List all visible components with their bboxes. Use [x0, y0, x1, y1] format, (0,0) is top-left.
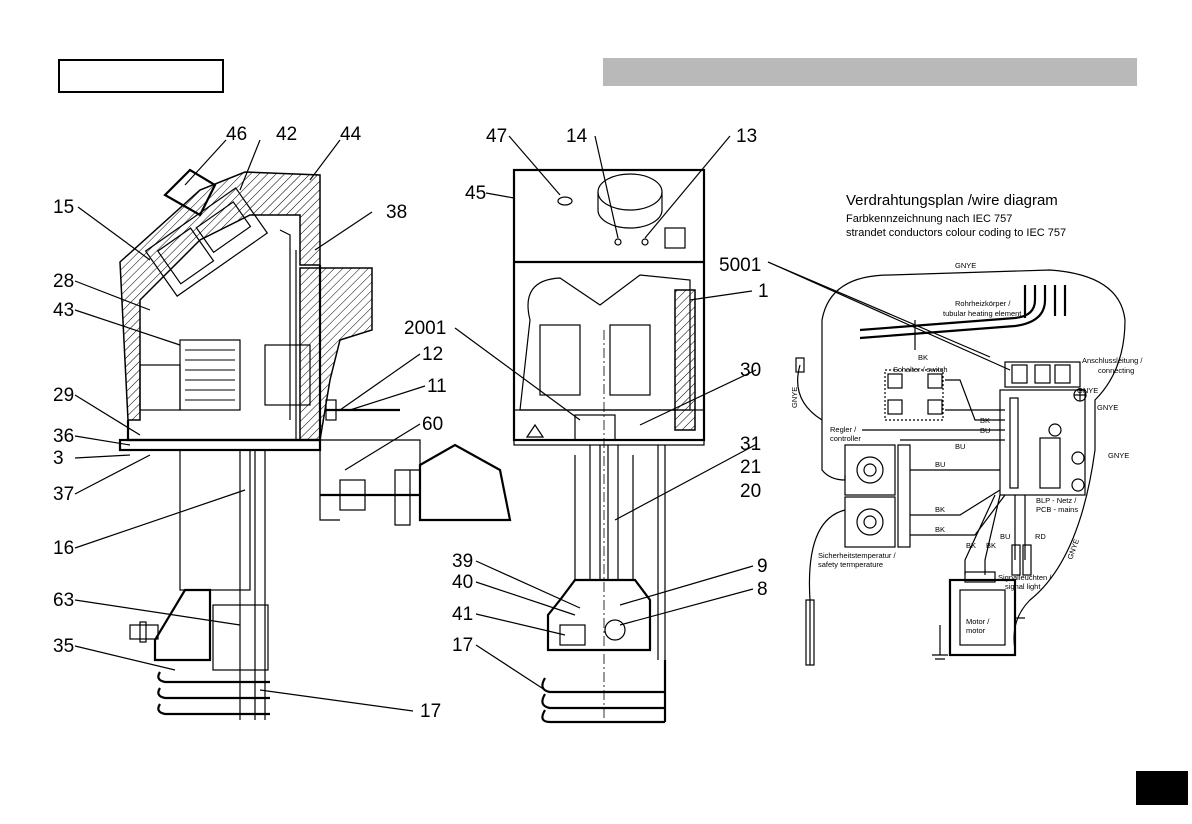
callout-17-center: 17 [452, 635, 473, 656]
label-gnye-right-2: GNYE [1097, 403, 1118, 412]
callout-46: 46 [226, 124, 247, 145]
label-signal-2: signal light [1005, 582, 1041, 591]
callout-1: 1 [758, 281, 769, 302]
callout-16: 16 [53, 538, 74, 559]
label-motor-2: motor [966, 626, 986, 635]
callout-30: 30 [740, 360, 761, 381]
label-heater-2: tubular heating element [943, 309, 1022, 318]
callout-36: 36 [53, 426, 74, 447]
callout-11: 11 [427, 376, 447, 397]
callout-29: 29 [53, 385, 74, 406]
callout-9: 9 [757, 556, 768, 577]
callout-44: 44 [340, 124, 362, 145]
callout-28: 28 [53, 271, 74, 292]
callout-21: 21 [740, 457, 761, 478]
callout-3: 3 [53, 448, 64, 469]
header-label-box [58, 59, 224, 93]
callout-20: 20 [740, 481, 761, 502]
label-regler-1: Regler / [830, 425, 857, 434]
header-gray-bar [603, 58, 1137, 86]
callout-42: 42 [276, 124, 297, 145]
center-front-view [454, 135, 758, 724]
callout-63: 63 [53, 590, 74, 611]
label-bu-signal: BU [1000, 532, 1010, 541]
wiring-title: Verdrahtungsplan /wire diagram [846, 192, 1058, 209]
label-gnye-left: GNYE [790, 387, 799, 408]
label-bk-motor-2: BK [986, 541, 996, 550]
callout-8: 8 [757, 579, 768, 600]
label-pcb-2: PCB - mains [1036, 505, 1078, 514]
callout-13: 13 [736, 126, 757, 147]
callout-40: 40 [452, 572, 473, 593]
label-rd-signal: RD [1035, 532, 1046, 541]
wiring-diagram: Verdrahtungsplan /wire diagram Farbkennz… [767, 192, 1143, 666]
callout-60: 60 [422, 414, 443, 435]
callout-31: 31 [740, 434, 761, 455]
callout-12: 12 [422, 344, 443, 365]
label-connect-1: Anschlussleitung / [1082, 356, 1143, 365]
label-bu-controller: BU [955, 442, 965, 451]
label-signal-1: Signalleuchten / [998, 573, 1052, 582]
label-bk-safety-2: BK [935, 525, 945, 534]
callout-37: 37 [53, 484, 74, 505]
label-bu-switch: BU [980, 426, 990, 435]
callout-47: 47 [486, 126, 507, 147]
callout-39: 39 [452, 551, 473, 572]
callout-2001: 2001 [404, 318, 446, 339]
page-number-box [1136, 771, 1188, 805]
label-switch: Schalter / switch [893, 365, 948, 374]
label-bk-safety-1: BK [935, 505, 945, 514]
label-bk-motor-1: BK [966, 541, 976, 550]
label-motor-1: Motor / [966, 617, 990, 626]
label-gnye-bottom: GNYE [1065, 538, 1081, 561]
callout-43: 43 [53, 300, 74, 321]
callout-45: 45 [465, 183, 486, 204]
callout-5001: 5001 [719, 255, 761, 276]
label-heater-1: Rohrheizkörper / [955, 299, 1011, 308]
label-safety-1: Sicherheitstemperatur / [818, 551, 896, 560]
callout-35: 35 [53, 636, 74, 657]
label-pcb-1: BLP - Netz / [1036, 496, 1077, 505]
label-bk-heater: BK [918, 353, 928, 362]
callout-38: 38 [386, 202, 407, 223]
label-gnye-top: GNYE [955, 261, 976, 270]
callout-41: 41 [452, 604, 473, 625]
callout-14: 14 [566, 126, 588, 147]
wiring-subtitle-1: Farbkennzeichnung nach IEC 757 [846, 213, 1012, 225]
callout-15: 15 [53, 197, 74, 218]
label-bk-switch: BK [980, 416, 990, 425]
label-gnye-right: GNYE [1108, 451, 1129, 460]
label-bu-regler: BU [935, 460, 945, 469]
callout-labels: 46 42 44 15 38 28 43 12 11 29 36 3 60 37… [53, 124, 769, 722]
label-safety-2: safety termperature [818, 560, 883, 569]
label-connect-2: connecting [1098, 366, 1134, 375]
callout-17-left: 17 [420, 701, 441, 722]
left-section-view [74, 139, 512, 720]
wiring-subtitle-2: strandet conductors colour coding to IEC… [846, 227, 1066, 239]
label-regler-2: controller [830, 434, 861, 443]
label-gnye-right-3: GNYE [1077, 386, 1098, 395]
